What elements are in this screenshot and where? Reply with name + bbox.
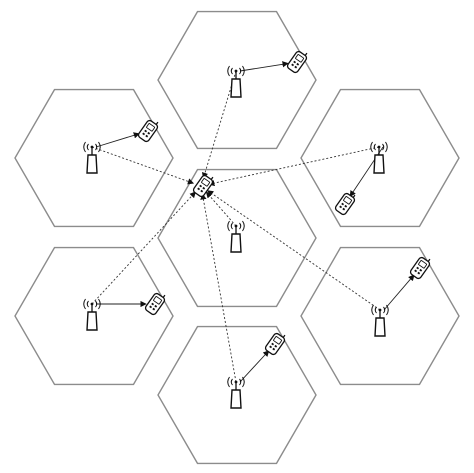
serving-link-top [239, 61, 289, 72]
interference-link-top [201, 70, 237, 179]
mobile-phone-icon [144, 292, 166, 316]
serving-link-bottom [239, 350, 270, 383]
cell-tower-antenna-icon [227, 65, 245, 98]
base-stations [83, 65, 389, 409]
cell-tower-antenna-icon [227, 376, 245, 409]
interference-link-upper-left [91, 146, 195, 185]
cell-tower-antenna-icon [371, 304, 389, 337]
mobile-phone-icon [264, 332, 286, 356]
mobile-phone-icon [334, 192, 356, 216]
mobile-phone-icon [192, 174, 214, 198]
interference-link-upper-right [208, 146, 380, 187]
cell-tower-antenna-icon [83, 141, 101, 174]
mobile-phone-icon [409, 256, 431, 280]
mobile-phone-icon [286, 50, 308, 74]
radio-links [91, 61, 415, 383]
mobile-phone-icon [137, 119, 159, 143]
cell-tower-antenna-icon [227, 220, 245, 253]
interference-link-lower-left [91, 191, 196, 305]
interference-link-center [205, 191, 237, 227]
mobile-phones [137, 50, 431, 356]
interference-link-lower-right [207, 190, 381, 311]
cell-tower-antenna-icon [83, 298, 101, 331]
serving-link-upper-left [95, 132, 141, 148]
serving-link-lower-right [383, 274, 415, 311]
cell-tower-antenna-icon [370, 141, 388, 174]
